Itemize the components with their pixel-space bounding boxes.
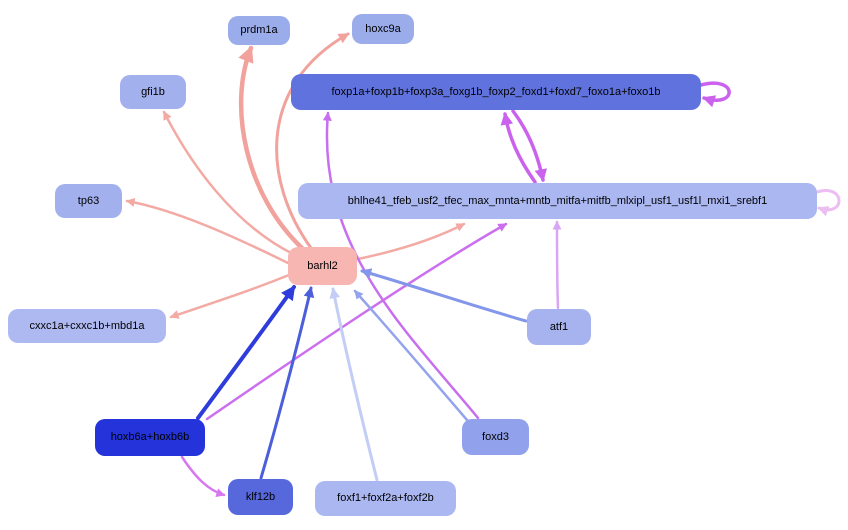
node-label: cxxc1a+cxxc1b+mbd1a [29, 319, 145, 332]
edge-atf1-barhl2 [360, 268, 528, 323]
node-label: gfi1b [141, 85, 165, 98]
node-label: barhl2 [307, 259, 338, 272]
edge-bhlhe41-group-bhlhe41-group [815, 189, 841, 217]
node-barhl2[interactable]: barhl2 [288, 247, 357, 285]
node-tp63[interactable]: tp63 [55, 184, 122, 218]
edge-barhl2-gfi1b [162, 110, 295, 256]
node-label: hoxb6a+hoxb6b [110, 431, 190, 443]
node-klf12b[interactable]: klf12b [228, 479, 293, 515]
edge-hoxb6a-group-bhlhe41-group [205, 222, 508, 421]
node-foxf1-group[interactable]: foxf1+foxf2a+foxf2b [315, 481, 456, 516]
node-label: bhlhe41_tfeb_usf2_tfec_max_mnta+mntb_mit… [347, 194, 768, 207]
node-cxxc1a-group[interactable]: cxxc1a+cxxc1b+mbd1a [8, 309, 166, 343]
edge-foxd3-barhl2 [353, 289, 469, 422]
node-label: hoxc9a [365, 22, 401, 35]
edge-bhlhe41-group-foxp1a-group [500, 112, 537, 184]
edge-barhl2-tp63 [125, 197, 290, 265]
node-atf1[interactable]: atf1 [527, 309, 591, 345]
edge-foxp1a-group-foxp1a-group [699, 81, 731, 108]
edge-foxp1a-group-bhlhe41-group [511, 109, 547, 182]
node-hoxb6a-group[interactable]: hoxb6a+hoxb6b [95, 419, 205, 456]
edge-foxf1-group-barhl2 [329, 287, 379, 482]
node-label: prdm1a [240, 24, 278, 36]
node-label: foxd3 [482, 430, 509, 443]
node-label: atf1 [549, 320, 569, 333]
edge-hoxb6a-group-barhl2 [196, 285, 296, 420]
node-gfi1b[interactable]: gfi1b [120, 75, 186, 109]
node-hoxc9a[interactable]: hoxc9a [352, 14, 414, 44]
node-label: foxp1a+foxp1b+foxp3a_foxg1b_foxp2_foxd1+… [331, 85, 661, 98]
node-label: klf12b [245, 490, 276, 503]
edge-atf1-bhlhe41-group [552, 220, 562, 310]
node-label: tp63 [77, 194, 100, 207]
edge-hoxb6a-group-klf12b [180, 455, 226, 498]
edge-barhl2-bhlhe41-group [356, 222, 466, 261]
node-bhlhe41-group[interactable]: bhlhe41_tfeb_usf2_tfec_max_mnta+mntb_mit… [298, 183, 817, 219]
edge-barhl2-hoxc9a [275, 32, 350, 250]
node-label: foxf1+foxf2a+foxf2b [337, 492, 434, 504]
edge-klf12b-barhl2 [259, 286, 315, 480]
node-foxd3[interactable]: foxd3 [462, 419, 529, 455]
edge-barhl2-cxxc1a-group [169, 273, 291, 319]
edge-foxd3-foxp1a-group [322, 111, 480, 420]
edge-barhl2-prdm1a [238, 45, 306, 252]
node-foxp1a-group[interactable]: foxp1a+foxp1b+foxp3a_foxg1b_foxp2_foxd1+… [291, 74, 701, 110]
node-prdm1a[interactable]: prdm1a [228, 16, 290, 45]
